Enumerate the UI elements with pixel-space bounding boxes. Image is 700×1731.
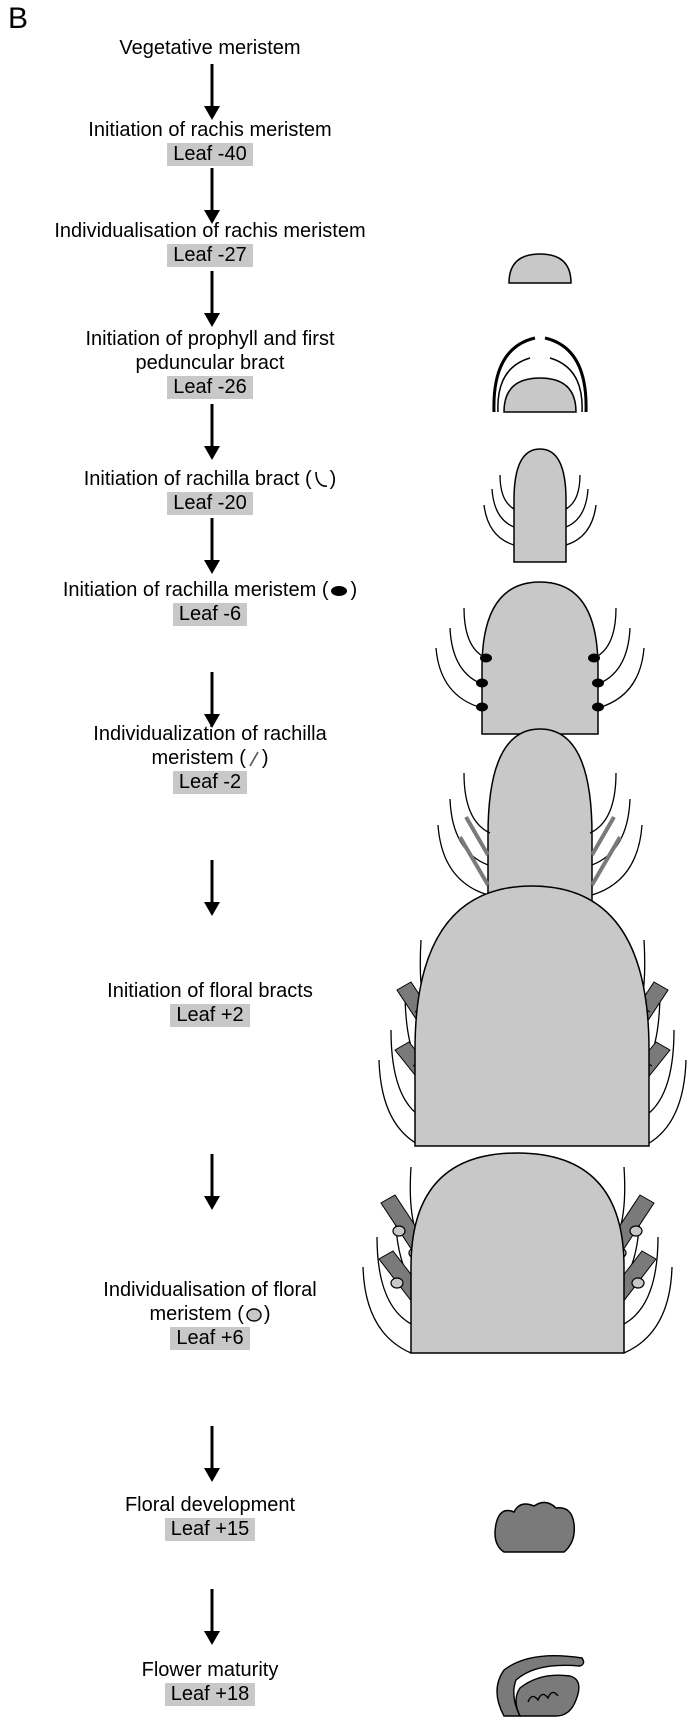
- arrow-down-icon: [182, 1587, 242, 1649]
- rachis-meristem-dome-figure: [505, 250, 575, 286]
- stage-title: Initiation of rachilla meristem (): [0, 578, 420, 602]
- arrow-down-icon: [182, 402, 242, 464]
- stage-title: Floral development: [0, 1493, 420, 1517]
- stage-flower-maturity: Flower maturity Leaf +18: [0, 1658, 420, 1706]
- stage-floral-bract-initiation: Initiation of floral bracts Leaf +2: [0, 979, 420, 1027]
- individualization-line-icon: [247, 750, 261, 768]
- rachilla-bract-icon: [313, 470, 329, 490]
- leaf-label: Leaf -2: [173, 771, 247, 794]
- stage-title: Initiation of floral bracts: [0, 979, 420, 1003]
- floral-meristem-individualisation-figure: [345, 1157, 690, 1357]
- stage-title-close: ): [264, 1303, 271, 1325]
- stage-title: Flower maturity: [0, 1658, 420, 1682]
- leaf-label: Leaf +15: [165, 1518, 255, 1541]
- leaf-label: Leaf +2: [170, 1004, 249, 1027]
- floral-bracts-figure: [375, 880, 690, 1148]
- leaf-label: Leaf -26: [167, 376, 252, 399]
- floral-development-figure: [490, 1500, 580, 1560]
- leaf-label: Leaf -6: [173, 603, 247, 626]
- leaf-label: Leaf -20: [167, 492, 252, 515]
- stage-title-line-2: peduncular bract: [0, 351, 420, 375]
- arrow-down-icon: [182, 269, 242, 331]
- panel-letter: B: [8, 2, 28, 36]
- stage-rachilla-individualization: Individualization of rachilla meristem (…: [0, 722, 420, 794]
- stage-prophyll-initiation: Initiation of prophyll and first peduncu…: [0, 327, 420, 399]
- stage-title: Initiation of rachilla bract (): [0, 467, 420, 491]
- stage-title-close: ): [350, 579, 357, 601]
- stage-floral-development: Floral development Leaf +15: [0, 1493, 420, 1541]
- leaf-label: Leaf -40: [167, 143, 252, 166]
- rachilla-meristem-figure: [430, 578, 650, 738]
- floral-meristem-icon: [245, 1306, 263, 1324]
- arrow-down-icon: [182, 166, 242, 228]
- stage-title-line-2: meristem (): [0, 746, 420, 770]
- flower-maturity-figure: [490, 1650, 590, 1722]
- leaf-label: Leaf -27: [167, 244, 252, 267]
- stage-rachilla-meristem-initiation: Initiation of rachilla meristem () Leaf …: [0, 578, 420, 626]
- rachilla-meristem-icon: [329, 583, 349, 599]
- stage-title-text: meristem (: [151, 747, 245, 769]
- leaf-label: Leaf +6: [170, 1327, 249, 1350]
- stage-title-text: meristem (: [149, 1303, 243, 1325]
- stage-title-close: ): [262, 747, 269, 769]
- arrow-down-icon: [182, 516, 242, 578]
- arrow-down-icon: [182, 62, 242, 124]
- stage-vegetative-meristem: Vegetative meristem: [0, 36, 420, 60]
- stage-title-close: ): [330, 468, 337, 490]
- stage-title: Vegetative meristem: [0, 36, 420, 60]
- stage-title-text: Initiation of rachilla meristem (: [63, 579, 329, 601]
- rachilla-bract-figure: [470, 445, 610, 565]
- stage-title-text: Initiation of rachilla bract (: [84, 468, 312, 490]
- arrow-down-icon: [182, 1152, 242, 1214]
- arrow-down-icon: [182, 858, 242, 920]
- prophyll-bract-figure: [490, 326, 590, 416]
- stage-rachilla-bract-initiation: Initiation of rachilla bract () Leaf -20: [0, 467, 420, 515]
- stage-rachis-initiation: Initiation of rachis meristem Leaf -40: [0, 118, 420, 166]
- arrow-down-icon: [182, 1424, 242, 1486]
- arrow-down-icon: [182, 670, 242, 732]
- leaf-label: Leaf +18: [165, 1683, 255, 1706]
